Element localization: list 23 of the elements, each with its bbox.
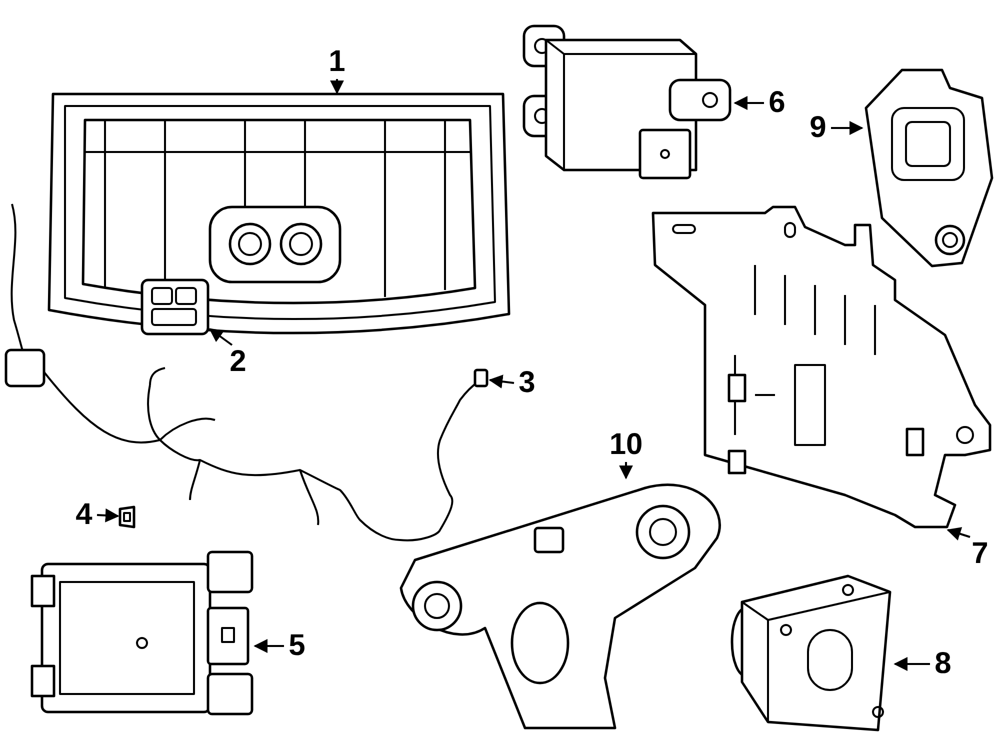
- leader-arrow: [208, 328, 233, 346]
- callout-number: 6: [764, 86, 790, 120]
- leader-arrow: [488, 374, 514, 388]
- leader-arrow: [96, 508, 120, 522]
- leader-arrow: [946, 527, 970, 540]
- leader-arrow: [734, 96, 764, 110]
- callout-number: 1: [324, 45, 350, 79]
- leader-arrow: [619, 462, 633, 480]
- callout-number: 5: [284, 629, 310, 663]
- callout-number: 3: [514, 366, 540, 400]
- callout-number: 9: [805, 111, 831, 145]
- housing-drawing: [862, 68, 995, 268]
- callout-number: 8: [930, 647, 956, 681]
- leader-arrow: [330, 79, 344, 94]
- callout-number: 7: [967, 537, 993, 571]
- switch-drawing: [140, 278, 210, 336]
- callout-number: 2: [225, 345, 251, 379]
- callout-number: 4: [71, 498, 97, 532]
- leader-arrow: [254, 639, 284, 653]
- callout-number: 10: [606, 428, 646, 462]
- leader-arrow: [894, 657, 930, 671]
- clip-drawing: [118, 505, 136, 529]
- leader-arrow: [831, 121, 864, 135]
